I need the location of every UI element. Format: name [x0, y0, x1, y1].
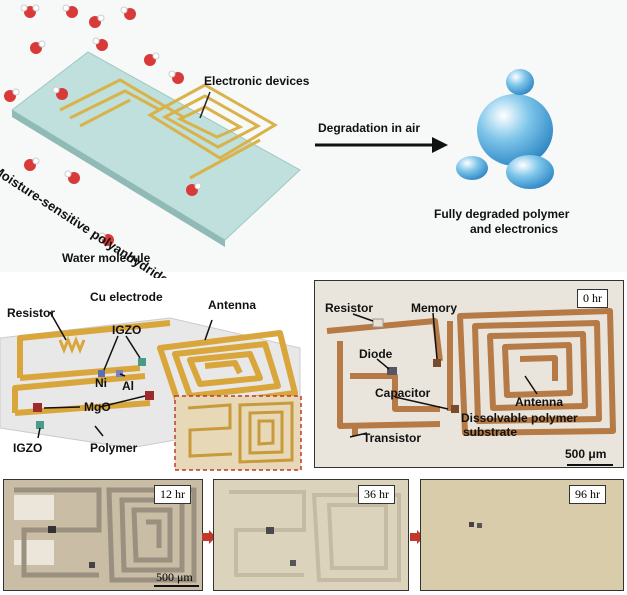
igzo-top-label: IGZO	[112, 323, 142, 337]
resistor-label: Resistor	[7, 306, 56, 320]
devices-label: Electronic devices	[204, 74, 310, 88]
time-label-0hr: 0 hr	[577, 289, 608, 308]
diode-label: Diode	[359, 347, 393, 361]
photo-0hr-panel: 0 hr Resistor Memory Diode Capacitor Ant…	[314, 280, 624, 468]
top-illustration-panel: Moisture-sensitive polyanhydride substra…	[0, 0, 627, 321]
resistor-label-0hr: Resistor	[325, 301, 374, 315]
igzo-top-pad	[138, 358, 146, 366]
memory-chip	[433, 359, 441, 367]
degraded-label-line1: Fully degraded polymer	[434, 207, 570, 221]
cu-electrode-label: Cu electrode	[90, 290, 163, 304]
degraded-droplets	[456, 69, 554, 189]
polymer-label: Polymer	[90, 441, 138, 455]
diode-chip	[387, 367, 397, 375]
mgo-label: MgO	[84, 400, 111, 414]
ni-label: Ni	[95, 376, 107, 390]
photo-96hr-panel: 96 hr	[420, 479, 624, 591]
al-label: Al	[122, 379, 134, 393]
devices-pointer	[199, 91, 211, 119]
time-label-36hr: 36 hr	[358, 485, 395, 504]
antenna-label: Antenna	[208, 298, 256, 312]
device-schematic-graphics	[0, 311, 302, 471]
capacitor-label: Capacitor	[375, 386, 431, 400]
device-schematic-panel: Resistor Cu electrode Antenna IGZO Ni Al…	[0, 278, 308, 474]
dissolvable-label: Dissolvable polymer	[461, 411, 578, 425]
schematic-pointers	[37, 311, 213, 439]
water-molecule-label: Water molecule	[62, 251, 151, 265]
time-label-12hr: 12 hr	[154, 485, 191, 504]
transistor-label: Transistor	[363, 431, 422, 445]
substrate-label-0hr: substrate	[463, 425, 518, 439]
arrow-12-to-36	[202, 530, 216, 544]
degradation-label: Degradation in air	[318, 121, 421, 135]
ni-pad	[98, 370, 105, 377]
igzo-bottom-label: IGZO	[13, 441, 43, 455]
top-illustration-graphics	[4, 4, 554, 247]
antenna-label-0hr: Antenna	[515, 395, 563, 409]
capacitor-chip	[451, 405, 459, 413]
mgo-pad-right	[145, 391, 154, 400]
water-molecules	[4, 4, 202, 246]
inset-circuit	[187, 401, 294, 464]
al-pad	[116, 370, 123, 377]
mgo-pad	[33, 403, 42, 412]
substrate-edge	[12, 110, 225, 247]
degradation-arrow	[315, 137, 448, 153]
photo-96hr-residue	[469, 522, 482, 528]
schematic-resistor	[58, 335, 86, 355]
photo-36hr-panel: 36 hr	[213, 479, 409, 591]
resistor-chip	[372, 318, 384, 328]
time-label-96hr: 96 hr	[569, 485, 606, 504]
substrate-devices	[59, 78, 278, 180]
photo-0hr-circuit	[326, 308, 616, 466]
memory-label: Memory	[411, 301, 458, 315]
igzo-bottom-pad	[36, 421, 44, 429]
photo-12hr-panel: 12 hr 500 μm	[3, 479, 203, 591]
degraded-label-line2: and electronics	[470, 222, 559, 236]
scale-label-0hr: 500 μm	[565, 447, 607, 461]
scale-label-12hr: 500 μm	[156, 570, 193, 584]
